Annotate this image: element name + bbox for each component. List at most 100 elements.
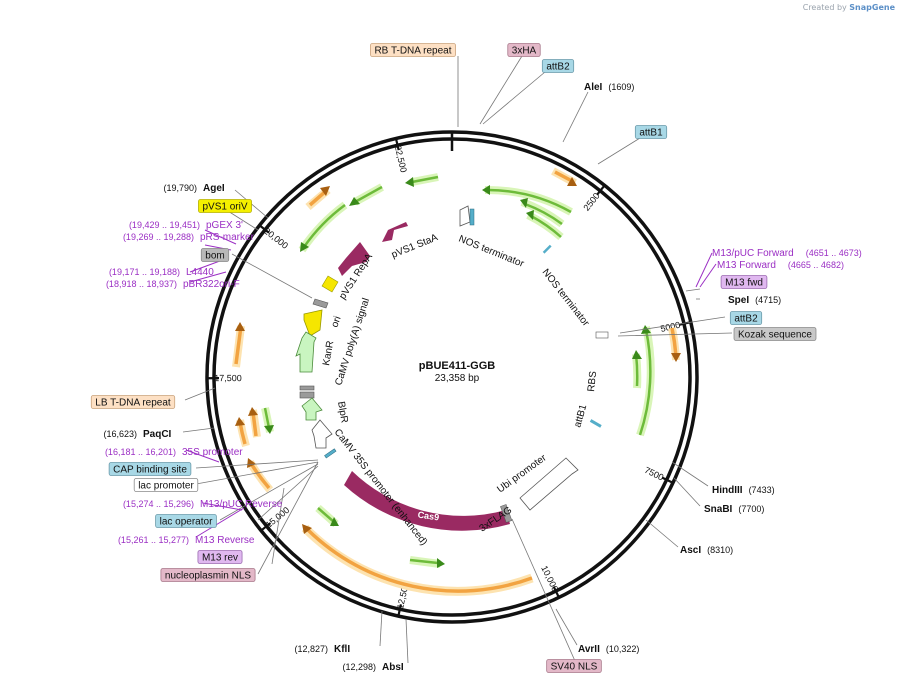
- site-position: (7700): [738, 504, 764, 514]
- kanr-arrow[interactable]: [295, 331, 317, 373]
- primer-label[interactable]: pGEX 3'(19,429 .. 19,451): [129, 220, 243, 231]
- arrowhead: [437, 558, 445, 568]
- site-kfli[interactable]: KflI(12,827): [294, 644, 350, 655]
- box-background: [720, 275, 768, 289]
- feature-box-rb-t-dna-repeat[interactable]: RB T-DNA repeat: [370, 43, 456, 57]
- feature-box-m13-fwd[interactable]: M13 fwd: [720, 275, 768, 289]
- feature-box-nucleoplasmin-nls[interactable]: nucleoplasmin NLS: [160, 568, 256, 582]
- blpr-arrow[interactable]: [301, 397, 323, 421]
- feature-label: KanR: [321, 340, 336, 367]
- feature-box-attb2[interactable]: attB2: [541, 59, 575, 73]
- site-spei[interactable]: SpeI(4715): [728, 295, 781, 306]
- primer-label[interactable]: M13/pUC Forward(4651 .. 4673): [712, 248, 862, 259]
- tick-mark: [259, 522, 272, 533]
- feature-box-sv40-nls[interactable]: SV40 NLS: [546, 659, 602, 673]
- site-paqci[interactable]: PaqCI(16,623): [103, 429, 171, 440]
- site-asci[interactable]: AscI(8310): [680, 545, 733, 556]
- feature-arrow[interactable]: [487, 188, 572, 214]
- credit-brand: SnapGene: [849, 3, 895, 12]
- primer-position: (15,261 .. 15,277): [118, 535, 189, 545]
- feature-box-lac-promoter[interactable]: lac promoter: [133, 478, 199, 492]
- primer-label[interactable]: M13/pUC Reverse(15,274 .. 15,296): [123, 499, 283, 510]
- site-position: (7433): [749, 485, 775, 495]
- box-text: lac operator: [160, 517, 213, 528]
- site-agei[interactable]: AgeI(19,790): [163, 183, 224, 194]
- box-background: [729, 311, 763, 325]
- cas9-arrow[interactable]: [344, 471, 510, 531]
- feature-box-3xha[interactable]: 3xHA: [507, 43, 541, 57]
- feature-arrow[interactable]: [411, 175, 439, 184]
- teal-block[interactable]: [324, 448, 337, 459]
- feature-arrow[interactable]: [234, 325, 243, 365]
- box-text: pVS1 oriV: [202, 202, 247, 213]
- feature-arrow[interactable]: [554, 170, 573, 183]
- box-text: Kozak sequence: [738, 330, 812, 341]
- flag-block[interactable]: [500, 504, 513, 523]
- primer-label[interactable]: L4440(19,171 .. 19,188): [109, 267, 214, 278]
- feature-box-bom[interactable]: bom: [200, 248, 230, 262]
- ubi-promoter-arrow[interactable]: [519, 457, 579, 511]
- feature-arrow[interactable]: [409, 558, 439, 565]
- site-name: PaqCI: [143, 429, 172, 440]
- box-background: [160, 568, 256, 582]
- box-background: [155, 514, 217, 528]
- feature-label: CaMV poly(A) signal: [333, 297, 372, 387]
- feature-box-pvs1-oriv[interactable]: pVS1 oriV: [198, 199, 252, 213]
- feature-arrow[interactable]: [298, 201, 348, 253]
- arrowhead: [320, 186, 330, 196]
- arrowhead: [520, 198, 528, 208]
- feature-box-kozak-sequence[interactable]: Kozak sequence: [733, 327, 817, 341]
- nos-terminator-arrow[interactable]: [459, 205, 471, 227]
- tick-label: 22,500: [393, 144, 409, 173]
- feature-arrow[interactable]: [354, 185, 383, 204]
- feature-arrow[interactable]: [317, 507, 335, 523]
- snapgene-credit: Created by SnapGene: [803, 3, 895, 12]
- feature-arrow[interactable]: [302, 203, 346, 248]
- site-avrii[interactable]: AvrII(10,322): [578, 644, 639, 655]
- pvs1-repa-arrow[interactable]: [338, 242, 370, 276]
- tick-mark: [552, 586, 561, 599]
- feature-arrow[interactable]: [306, 528, 533, 593]
- plasmid-length: 23,358 bp: [435, 373, 480, 384]
- poly-a-block[interactable]: [299, 391, 315, 399]
- pvs1-staa-arrow[interactable]: [382, 222, 408, 242]
- feature-box-attb2[interactable]: attB2: [729, 311, 763, 325]
- primer-label[interactable]: M13 Forward(4665 .. 4682): [717, 260, 844, 271]
- poly-a-block[interactable]: [299, 385, 315, 391]
- camv-arrow[interactable]: [311, 419, 333, 449]
- pvs1-oriv-block[interactable]: [321, 275, 339, 293]
- primer-label[interactable]: 35S promoter(16,181 .. 16,201): [105, 447, 243, 458]
- nos-terminator-block[interactable]: [595, 331, 609, 339]
- arrowhead: [349, 197, 360, 206]
- feature-box-cap-binding-site[interactable]: CAP binding site: [108, 462, 192, 476]
- teal-block[interactable]: [589, 419, 602, 428]
- site-hindiii[interactable]: HindIII(7433): [712, 485, 775, 496]
- site-absi[interactable]: AbsI(12,298): [342, 662, 403, 673]
- box-background: [634, 125, 668, 139]
- feature-label: attB1: [572, 403, 589, 429]
- feature-label: NOS terminator: [540, 267, 592, 329]
- site-snabi[interactable]: SnaBI(7700): [704, 504, 764, 515]
- site-alei[interactable]: AleI(1609): [584, 82, 634, 93]
- feature-box-m13-rev[interactable]: M13 rev: [197, 550, 243, 564]
- primer-label[interactable]: M13 Reverse(15,261 .. 15,277): [118, 535, 255, 546]
- ori-arrow[interactable]: [303, 309, 323, 337]
- feature-arrow[interactable]: [263, 407, 271, 429]
- feature-arrow[interactable]: [308, 189, 328, 207]
- primer-position: (18,918 .. 18,937): [106, 279, 177, 289]
- feature-arrow[interactable]: [638, 329, 652, 436]
- teal-block[interactable]: [542, 244, 552, 254]
- site-position: (4715): [755, 295, 781, 305]
- feature-box-attb1[interactable]: attB1: [634, 125, 668, 139]
- box-background: [197, 550, 243, 564]
- arrowhead: [302, 524, 312, 534]
- feature-box-lac-operator[interactable]: lac operator: [155, 514, 217, 528]
- teal-block[interactable]: [469, 208, 475, 226]
- primer-label[interactable]: pBR322ori-F(18,918 .. 18,937): [106, 279, 240, 290]
- bom-block[interactable]: [312, 298, 329, 309]
- primer-position: (19,171 .. 19,188): [109, 267, 180, 277]
- feature-box-lb-t-dna-repeat[interactable]: LB T-DNA repeat: [90, 395, 176, 409]
- box-text: M13 rev: [202, 553, 238, 564]
- primer-label[interactable]: pRS-marker(19,269 .. 19,288): [123, 232, 255, 243]
- feature-arrow[interactable]: [251, 411, 258, 437]
